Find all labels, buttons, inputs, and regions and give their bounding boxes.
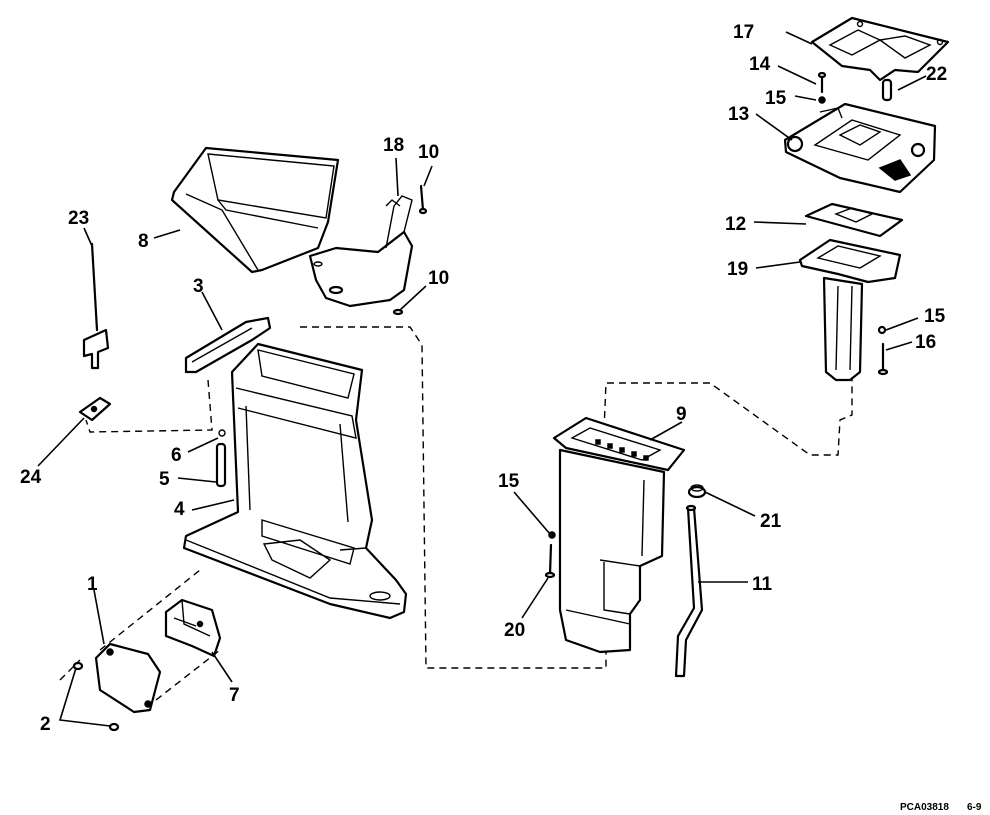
part-3-seal	[184, 316, 272, 374]
callout-3: 3	[193, 276, 204, 297]
callout-11: 11	[752, 574, 773, 595]
callout-labels: 17 14 15 22 13 12 19 15 16 9 21 11 15 20…	[20, 22, 947, 735]
part-5-screw	[215, 429, 227, 488]
part-12-gasket	[804, 202, 904, 238]
part-18-shield	[308, 195, 414, 308]
callout-10-top: 10	[418, 142, 439, 163]
callout-15-right: 15	[924, 306, 946, 327]
part-16-screw	[877, 325, 889, 376]
callout-1: 1	[87, 574, 98, 595]
part-7-block	[164, 598, 222, 658]
callout-19: 19	[727, 259, 748, 280]
callout-17: 17	[733, 22, 754, 43]
callout-13: 13	[728, 104, 749, 125]
assembly-dashed-lines	[59, 290, 853, 701]
callout-10-bottom: 10	[428, 268, 449, 289]
part-1-cover-plate	[94, 642, 162, 714]
part-24-plate	[78, 396, 112, 422]
part-11-water-tube	[674, 504, 704, 678]
callout-16: 16	[915, 332, 936, 353]
part-21-grommet	[687, 484, 707, 499]
part-4-driveshaft-housing	[182, 342, 408, 620]
callout-8: 8	[138, 231, 149, 252]
leader-lines	[37, 31, 927, 727]
callout-24: 24	[20, 467, 42, 488]
callout-15-middle: 15	[498, 471, 520, 492]
part-19-exhaust-tube	[798, 238, 902, 382]
callout-15-top: 15	[765, 88, 787, 109]
callout-14: 14	[749, 54, 771, 75]
callout-18: 18	[383, 135, 404, 156]
callout-7: 7	[229, 685, 240, 706]
callout-4: 4	[174, 499, 185, 520]
part-22-dowel	[881, 78, 893, 102]
part-14-screw	[817, 71, 827, 104]
figure-code: PCA03818 6-9	[900, 802, 982, 813]
callout-21: 21	[760, 511, 782, 532]
figure-page-ref: 6-9	[967, 802, 982, 813]
callout-5: 5	[159, 469, 170, 490]
part-10-screws	[392, 184, 428, 316]
callout-23: 23	[68, 208, 89, 229]
callout-20: 20	[504, 620, 525, 641]
part-13-adapter-plate	[783, 102, 937, 194]
housing-holes	[595, 439, 649, 461]
figure-code-id: PCA03818	[900, 802, 949, 813]
callout-22: 22	[926, 64, 947, 85]
callout-2: 2	[40, 714, 51, 735]
callout-6: 6	[171, 445, 182, 466]
part-2-screws	[72, 661, 120, 732]
part-20-screw	[544, 531, 556, 579]
callout-12: 12	[725, 214, 746, 235]
part-8-cover	[170, 146, 340, 274]
part-9-exhaust-housing	[552, 416, 686, 654]
part-17-gasket	[810, 16, 950, 82]
part-23-clip	[82, 242, 110, 370]
callout-9: 9	[676, 404, 687, 425]
